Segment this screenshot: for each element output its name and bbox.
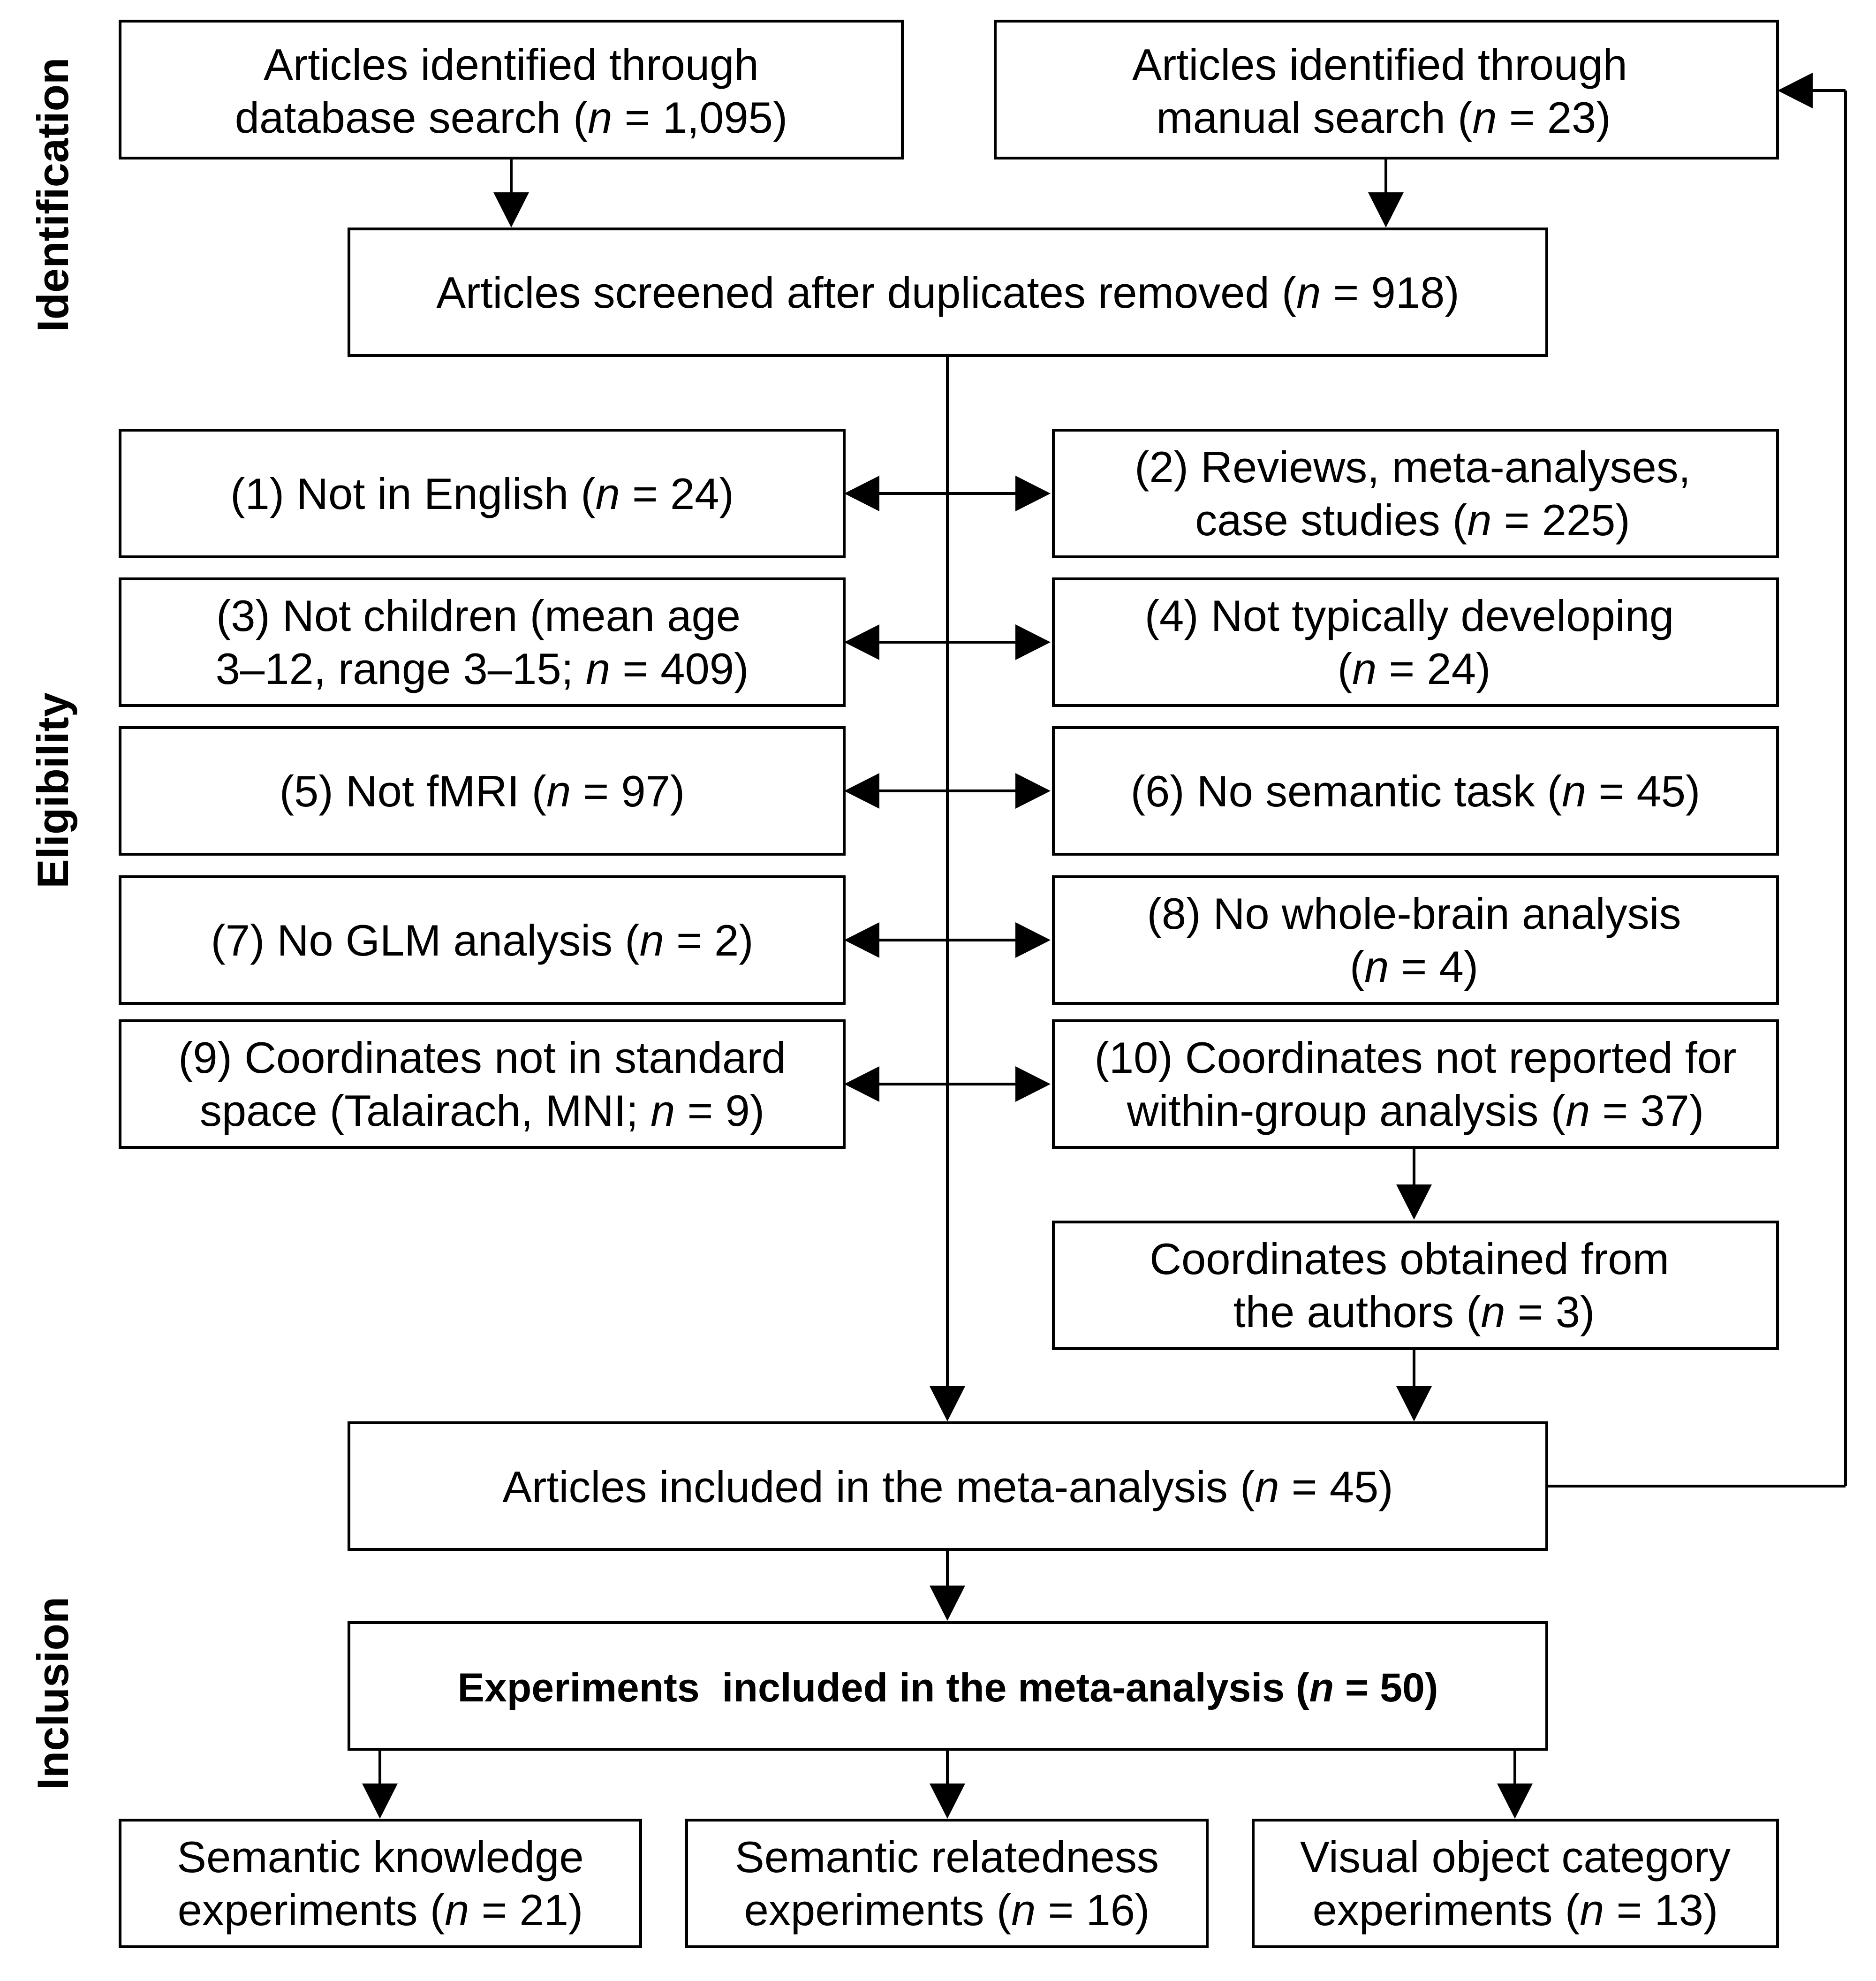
- svg-text:(2) Reviews, meta-analyses,: (2) Reviews, meta-analyses,: [1135, 442, 1691, 492]
- svg-text:experiments (n = 13): experiments (n = 13): [1313, 1885, 1718, 1935]
- svg-text:manual search (n = 23): manual search (n = 23): [1156, 93, 1611, 142]
- svg-text:(9) Coordinates not in standar: (9) Coordinates not in standard: [178, 1033, 786, 1082]
- svg-text:Articles identified through: Articles identified through: [264, 40, 758, 89]
- svg-text:Experiments included in the m: Experiments included in the meta-analysi…: [458, 1665, 1438, 1710]
- svg-text:Visual object category: Visual object category: [1300, 1832, 1731, 1882]
- arrowhead-right-icon: [1015, 624, 1051, 660]
- svg-text:3–12, range 3–15; n = 409): 3–12, range 3–15; n = 409): [216, 644, 749, 693]
- box-manual-search: Articles identified through manual searc…: [994, 20, 1779, 159]
- box-database-search: Articles identified through database sea…: [119, 20, 904, 159]
- arrowhead-down-icon: [930, 1386, 965, 1421]
- arrowhead-left-icon: [844, 624, 879, 660]
- connectors: [378, 89, 1847, 1787]
- box-articles-included: Articles included in the meta-analysis (…: [348, 1421, 1548, 1551]
- box-visual-object-category: Visual object category experiments (n = …: [1252, 1819, 1779, 1948]
- svg-text:Semantic relatedness: Semantic relatedness: [735, 1832, 1159, 1882]
- svg-text:(3) Not children (mean age: (3) Not children (mean age: [216, 591, 741, 640]
- arrowhead-right-icon: [1015, 1066, 1051, 1102]
- box-screened: Articles screened after duplicates remov…: [348, 228, 1548, 357]
- svg-text:(8) No whole-brain analysis: (8) No whole-brain analysis: [1147, 889, 1681, 938]
- arrowhead-right-icon: [1015, 773, 1051, 809]
- box-experiments-included: Experiments included in the meta-analysi…: [348, 1621, 1548, 1751]
- arrowhead-left-icon: [844, 773, 879, 809]
- svg-text:(5) Not fMRI (n = 97): (5) Not fMRI (n = 97): [280, 767, 685, 816]
- box-exclusion-7: (7) No GLM analysis (n = 2): [119, 875, 846, 1005]
- arrowhead-left-icon: [844, 1066, 879, 1102]
- arrowhead-left-icon: [1778, 73, 1813, 108]
- arrowhead-right-icon: [1015, 476, 1051, 511]
- arrowheads: [362, 73, 1813, 1819]
- svg-text:Articles identified through: Articles identified through: [1132, 40, 1627, 89]
- arrowhead-down-icon: [930, 1784, 965, 1819]
- svg-text:(6) No semantic task (n = 45): (6) No semantic task (n = 45): [1131, 767, 1701, 816]
- svg-text:within-group analysis (n = 37): within-group analysis (n = 37): [1127, 1086, 1704, 1135]
- svg-text:Semantic knowledge: Semantic knowledge: [177, 1832, 583, 1882]
- phase-label-eligibility: Eligibility: [28, 692, 77, 888]
- svg-text:experiments (n = 16): experiments (n = 16): [744, 1885, 1150, 1935]
- arrowhead-down-icon: [1368, 192, 1404, 228]
- box-coordinates-obtained: Coordinates obtained from the authors (n…: [1052, 1221, 1779, 1350]
- svg-text:Coordinates obtained from: Coordinates obtained from: [1150, 1234, 1669, 1283]
- box-text: Articles identified through: [264, 40, 758, 89]
- svg-text:the authors (n = 3): the authors (n = 3): [1233, 1287, 1595, 1336]
- arrowhead-down-icon: [1396, 1386, 1432, 1421]
- svg-text:(n = 4): (n = 4): [1350, 942, 1478, 991]
- box-exclusion-6: (6) No semantic task (n = 45): [1052, 726, 1779, 856]
- svg-text:case studies (n = 225): case studies (n = 225): [1195, 495, 1630, 545]
- box-exclusion-3: (3) Not children (mean age 3–12, range 3…: [119, 577, 846, 707]
- svg-text:(10) Coordinates not reported: (10) Coordinates not reported for: [1095, 1033, 1737, 1082]
- svg-text:database search (n = 1,095): database search (n = 1,095): [235, 93, 787, 142]
- arrowhead-down-icon: [362, 1784, 398, 1819]
- arrowhead-down-icon: [1396, 1184, 1432, 1220]
- box-exclusion-1: (1) Not in English (n = 24): [119, 429, 846, 558]
- arrowhead-left-icon: [844, 922, 879, 958]
- arrowhead-down-icon: [1497, 1784, 1533, 1819]
- svg-text:(1) Not in English (n = 24): (1) Not in English (n = 24): [230, 469, 734, 518]
- svg-text:(n = 24): (n = 24): [1338, 644, 1491, 693]
- svg-text:(4) Not typically developing: (4) Not typically developing: [1145, 591, 1674, 640]
- arrowhead-down-icon: [493, 192, 529, 228]
- phase-label-inclusion: Inclusion: [28, 1597, 77, 1791]
- svg-text:Articles screened after duplic: Articles screened after duplicates remov…: [436, 268, 1459, 317]
- svg-text:space (Talairach, MNI; n = 9): space (Talairach, MNI; n = 9): [200, 1086, 764, 1135]
- box-semantic-relatedness: Semantic relatedness experiments (n = 16…: [685, 1819, 1209, 1948]
- box-exclusion-10: (10) Coordinates not reported for within…: [1052, 1019, 1779, 1149]
- svg-text:Articles included in the meta-: Articles included in the meta-analysis (…: [502, 1462, 1393, 1511]
- arrowhead-left-icon: [844, 476, 879, 511]
- phase-label-identification: Identification: [28, 58, 77, 332]
- box-exclusion-4: (4) Not typically developing (n = 24): [1052, 577, 1779, 707]
- box-exclusion-5: (5) Not fMRI (n = 97): [119, 726, 846, 856]
- box-exclusion-9: (9) Coordinates not in standard space (T…: [119, 1019, 846, 1149]
- box-exclusion-8: (8) No whole-brain analysis (n = 4): [1052, 875, 1779, 1005]
- svg-text:experiments (n = 21): experiments (n = 21): [178, 1885, 583, 1935]
- svg-text:(7) No GLM analysis (n = 2): (7) No GLM analysis (n = 2): [211, 916, 753, 965]
- box-exclusion-2: (2) Reviews, meta-analyses, case studies…: [1052, 429, 1779, 558]
- arrowhead-right-icon: [1015, 922, 1051, 958]
- arrowhead-down-icon: [930, 1586, 965, 1621]
- box-semantic-knowledge: Semantic knowledge experiments (n = 21): [119, 1819, 642, 1948]
